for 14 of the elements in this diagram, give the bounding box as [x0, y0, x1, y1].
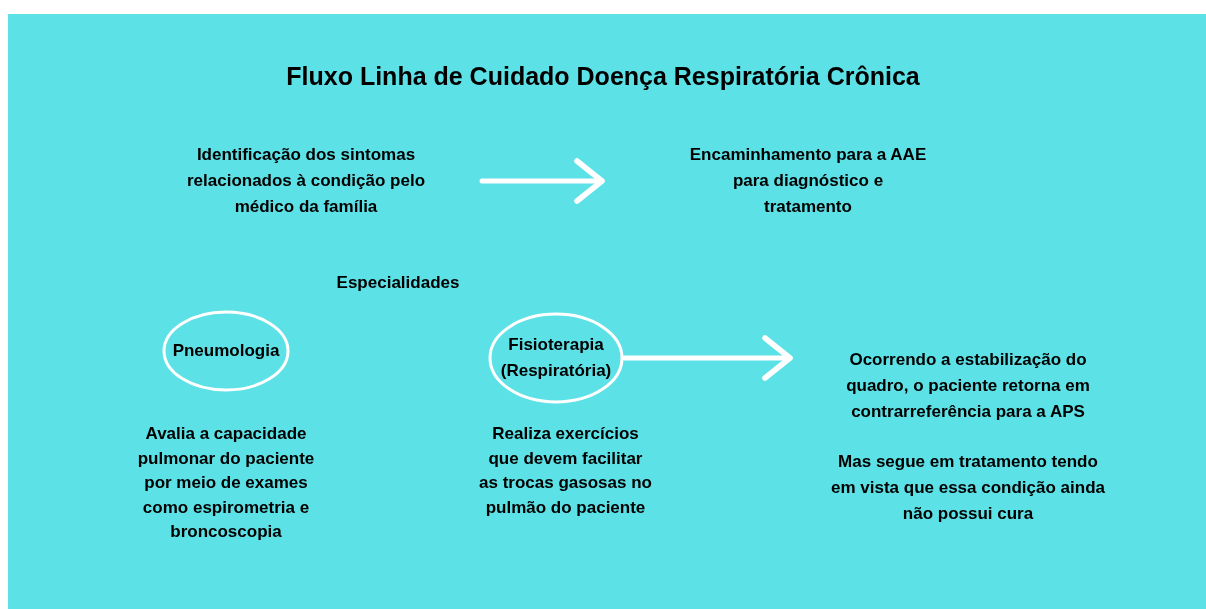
- node-text: Ocorrendo a estabilização do quadro, o paciente retorna em contrarreferência para a APS: [845, 348, 1091, 423]
- node-text: Mas segue em tratamento tendo em vista que essa condição ainda não possui cura: [830, 450, 1106, 525]
- node-text: Pneumologia: [172, 340, 280, 362]
- node-text: Fisioterapia (Respiratória): [499, 334, 613, 382]
- node-text: Identificação dos sintomas relacionados à condição pelo médico da família: [185, 144, 427, 218]
- description-text: Avalia a capacidade pulmonar do paciente por meio de exames como espirometria e broncoscopia: [136, 423, 316, 543]
- circle-node: [488, 312, 624, 404]
- arrow: [621, 335, 793, 381]
- arrow: [479, 158, 605, 204]
- node-text: Encaminhamento para a AAE para diagnóstico e tratamento: [688, 144, 928, 218]
- section-label: Especialidades: [335, 272, 461, 294]
- title: Fluxo Linha de Cuidado Doença Respiratória Crônica: [285, 61, 921, 92]
- description-text: Realiza exercícios que devem facilitar as trocas gasosas no pulmão do paciente: [478, 423, 653, 519]
- circle-node: [162, 310, 290, 392]
